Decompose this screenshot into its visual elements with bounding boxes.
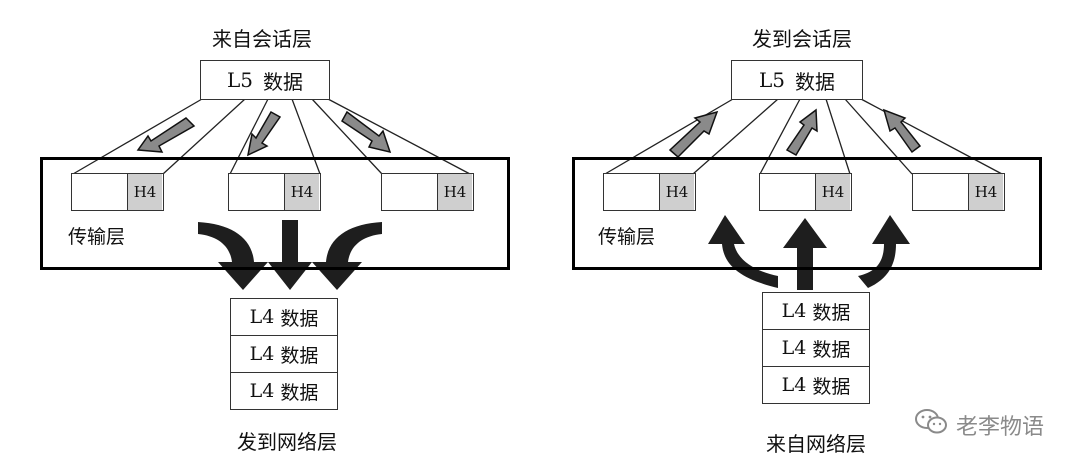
right-top-caption: 发到会话层 [752, 27, 852, 51]
l5-tag: L5 [226, 68, 253, 92]
l4-cell: L4 数据 [230, 298, 338, 336]
segment-header: H4 [128, 174, 162, 210]
wechat-icon [914, 408, 948, 442]
segment-payload [382, 174, 438, 210]
big-arrow-straight-up [783, 218, 827, 290]
l4-tag: L4 [249, 380, 275, 402]
l4-text: 数据 [812, 375, 851, 398]
l4-text: 数据 [280, 381, 319, 404]
l4-tag: L4 [781, 337, 807, 359]
right-layer-name: 传输层 [598, 226, 656, 248]
segment-header: H4 [285, 174, 319, 210]
l4-tag: L4 [781, 300, 807, 322]
l4-text: 数据 [280, 344, 319, 367]
l4-cell: L4 数据 [762, 367, 870, 404]
l4-text: 数据 [812, 301, 851, 324]
right-small-arrows [668, 108, 922, 159]
right-bottom-caption: 来自网络层 [766, 432, 866, 456]
segment-payload [72, 174, 128, 210]
l4-cell: L4 数据 [762, 292, 870, 330]
l4-cell: L4 数据 [230, 336, 338, 373]
left-top-caption: 来自会话层 [212, 27, 312, 51]
left-big-arrows [198, 220, 382, 290]
right-segment-1: H4 [603, 173, 696, 211]
segment-payload [760, 174, 816, 210]
small-arrow-down-center [246, 110, 282, 157]
l5-text: 数据 [263, 69, 303, 94]
segment-header: H4 [438, 174, 472, 210]
l4-tag: L4 [781, 374, 807, 396]
l4-text: 数据 [280, 307, 319, 330]
right-segment-2: H4 [759, 173, 852, 211]
l5-tag: L5 [758, 68, 785, 92]
watermark: 老李物语 [914, 408, 1044, 442]
l4-text: 数据 [812, 338, 851, 361]
right-segment-3: H4 [912, 173, 1005, 211]
left-transport-layer-box [40, 157, 510, 270]
small-arrow-up-right [882, 108, 922, 154]
l4-tag: L4 [249, 343, 275, 365]
segment-payload [913, 174, 969, 210]
right-big-arrows [708, 215, 910, 290]
big-arrow-curve-up-right [858, 215, 910, 288]
left-segment-3: H4 [381, 173, 474, 211]
big-arrow-curve-up-left [708, 215, 778, 288]
right-l4-stack: L4 数据 L4 数据 L4 数据 [762, 292, 870, 404]
l4-tag: L4 [249, 306, 275, 328]
small-arrow-down-left [136, 117, 196, 153]
watermark-text: 老李物语 [955, 415, 1044, 440]
small-arrow-up-left [668, 110, 719, 159]
small-arrow-down-right [341, 110, 392, 154]
left-bottom-caption: 发到网络层 [237, 430, 337, 454]
segment-header: H4 [816, 174, 850, 210]
segment-payload [229, 174, 285, 210]
left-small-arrows [136, 110, 392, 157]
left-layer-name: 传输层 [68, 226, 126, 248]
small-arrow-up-center [785, 108, 818, 157]
l4-cell: L4 数据 [762, 330, 870, 367]
segment-payload [604, 174, 660, 210]
big-arrow-curve-right [312, 222, 382, 290]
left-segment-2: H4 [228, 173, 321, 211]
left-l5-box: L5 数据 [200, 60, 330, 100]
left-l4-stack: L4 数据 L4 数据 L4 数据 [230, 298, 338, 410]
right-transport-layer-box [572, 157, 1042, 270]
big-arrow-curve-left [198, 222, 268, 290]
segment-header: H4 [660, 174, 694, 210]
l5-text: 数据 [795, 69, 835, 94]
left-segment-1: H4 [71, 173, 164, 211]
l4-cell: L4 数据 [230, 373, 338, 410]
right-l5-box: L5 数据 [731, 60, 863, 100]
big-arrow-straight [268, 220, 312, 290]
segment-header: H4 [969, 174, 1003, 210]
